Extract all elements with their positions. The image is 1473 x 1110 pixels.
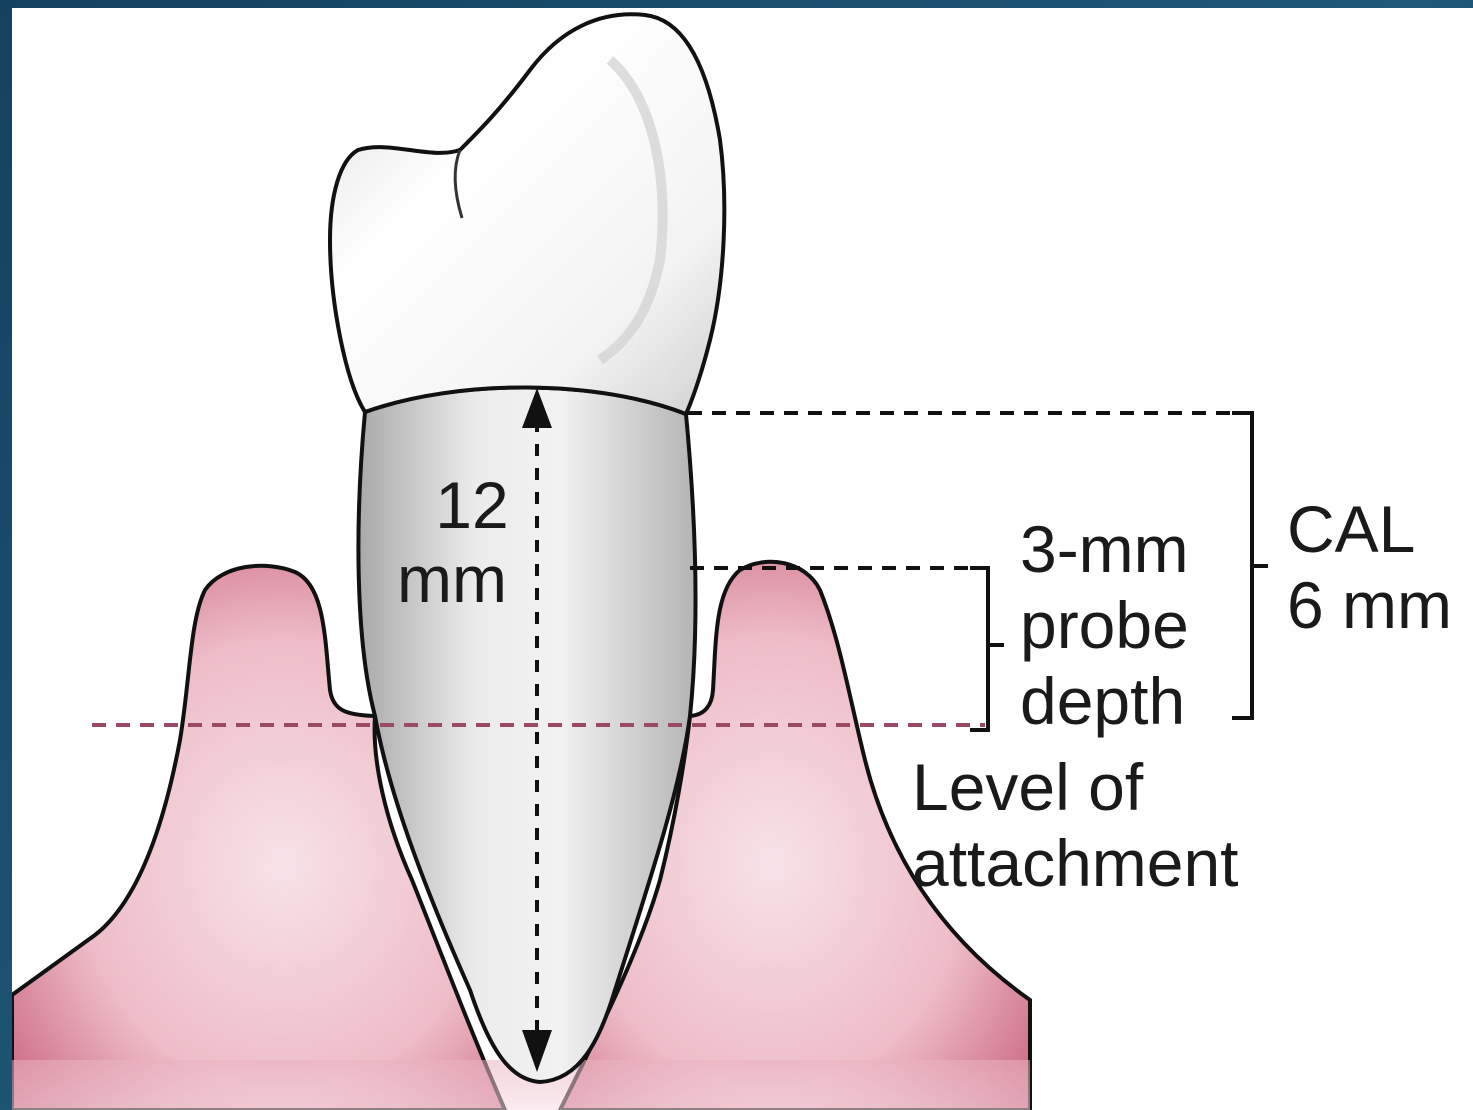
cal-bracket (1232, 413, 1268, 718)
diagram-canvas: 12 mm 3-mm probe depth CAL 6 mm Level of… (12, 8, 1473, 1110)
attachment-label-line2: attachment (912, 826, 1239, 900)
tooth-length-unit: mm (397, 542, 507, 616)
periodontal-diagram: 12 mm 3-mm probe depth CAL 6 mm Level of… (12, 8, 1473, 1110)
cal-label-line1: CAL (1287, 492, 1415, 566)
probe-depth-bracket (970, 568, 1004, 730)
tooth-length-value: 12 (435, 468, 508, 542)
probe-depth-label-line1: 3-mm (1020, 512, 1189, 586)
probe-depth-label-line2: probe (1020, 588, 1189, 662)
probe-depth-label-line3: depth (1020, 664, 1185, 738)
cal-label-line2: 6 mm (1287, 568, 1452, 642)
attachment-label-line1: Level of (912, 750, 1144, 824)
